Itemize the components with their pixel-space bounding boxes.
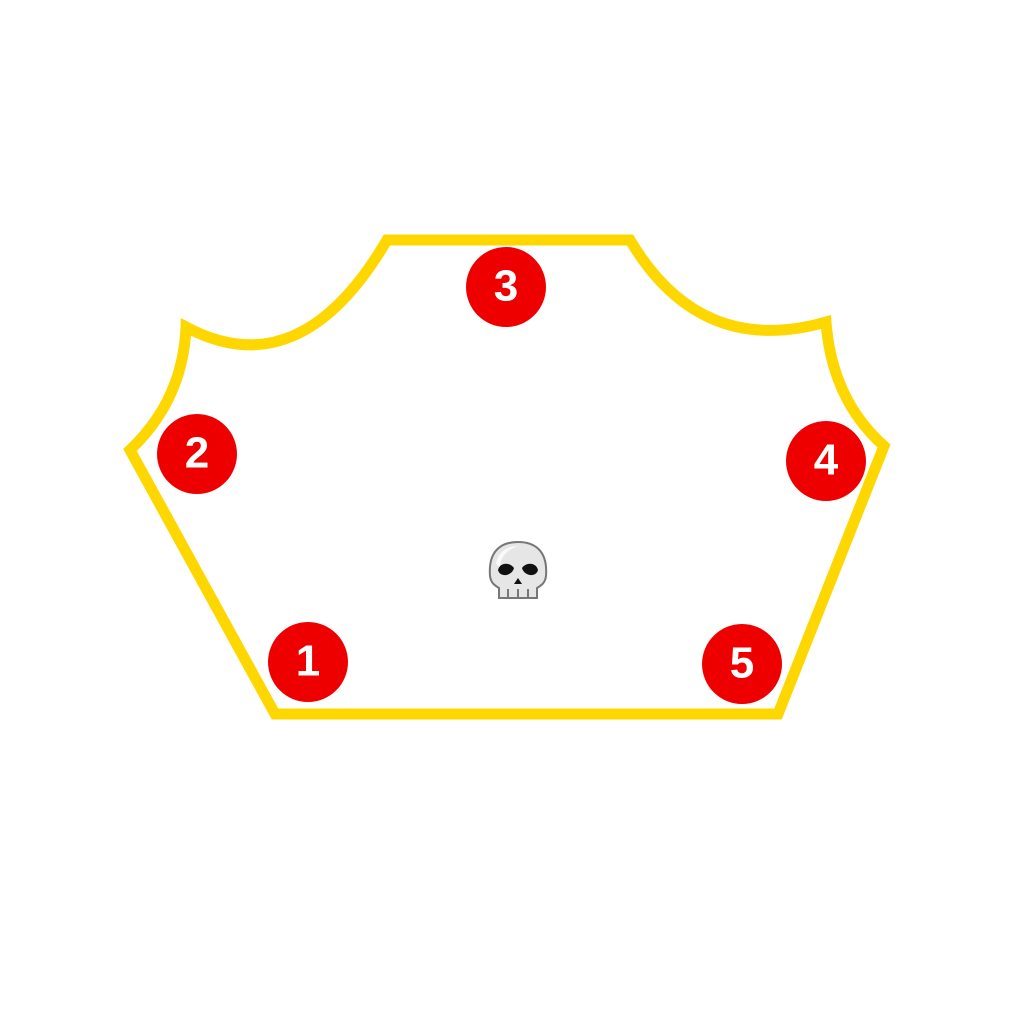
marker-1-circle [268, 622, 348, 702]
marker-4-circle [786, 421, 866, 501]
marker-1[interactable]: 1 [268, 622, 348, 702]
marker-5-circle [702, 624, 782, 704]
marker-2-circle [157, 414, 237, 494]
marker-5[interactable]: 5 [702, 624, 782, 704]
marker-4[interactable]: 4 [786, 421, 866, 501]
arena-outline [123, 234, 891, 720]
marker-5-label: 5 [730, 639, 754, 688]
marker-4-label: 4 [814, 436, 839, 485]
marker-2[interactable]: 2 [157, 414, 237, 494]
skull-icon [488, 540, 548, 599]
marker-1-label: 1 [296, 637, 320, 686]
marker-3-label: 3 [494, 262, 518, 311]
marker-3-circle [466, 247, 546, 327]
marker-3[interactable]: 3 [466, 247, 546, 327]
marker-2-label: 2 [185, 429, 209, 478]
